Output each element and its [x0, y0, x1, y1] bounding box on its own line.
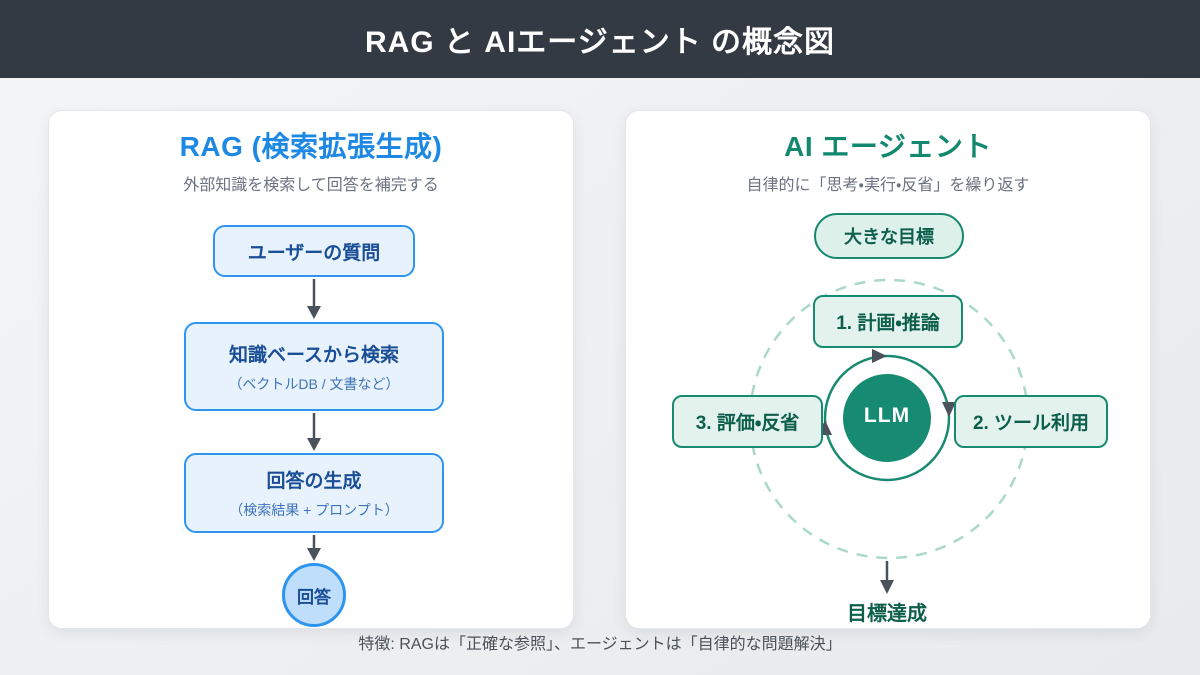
rag-step-label: 知識ベースから検索: [228, 344, 400, 366]
rag-step-user-question: ユーザーの質問: [213, 225, 415, 277]
rag-card-title: RAG (検索拡張生成): [179, 131, 443, 162]
agent-card-subtitle: 自律的に「思考・実行・反省」を繰り返す: [746, 177, 1030, 194]
rag-card: RAG (検索拡張生成) 外部知識を検索して回答を補完する ユーザーの質問 知識…: [48, 110, 574, 629]
ring-arrowhead-top-icon: [872, 349, 887, 363]
page-title: RAG と AIエージェント の概念図: [364, 26, 836, 59]
rag-step-label: 回答の生成: [266, 471, 362, 492]
flow-arrow-down-icon: [307, 279, 321, 319]
agent-card: AI エージェント 自律的に「思考・実行・反省」を繰り返す 大きな目標 1. 計…: [625, 110, 1151, 629]
agent-step-label: 2. ツール利用: [972, 413, 1090, 434]
rag-result-circle: 回答: [282, 563, 346, 627]
llm-label: LLM: [863, 404, 911, 427]
rag-card-subtitle: 外部知識を検索して回答を補完する: [183, 177, 439, 194]
flow-arrow-down-icon: [307, 413, 321, 451]
rag-step-sublabel: （ベクトルDB / 文書など）: [228, 375, 400, 392]
agent-goal-label: 大きな目標: [844, 227, 934, 247]
agent-step-label: 3. 評価・反省: [695, 413, 800, 434]
flow-arrow-down-icon: [307, 535, 321, 561]
rag-step-answer-generation: 回答の生成 （検索結果 + プロンプト）: [184, 453, 444, 533]
rag-result-label: 回答: [297, 587, 331, 607]
agent-step-plan-reason: 1. 計画・推論: [813, 295, 963, 348]
agent-card-title: AI エージェント: [784, 131, 992, 162]
agent-step-label: 1. 計画・推論: [836, 313, 940, 334]
header-banner: RAG と AIエージェント の概念図: [0, 0, 1200, 78]
footer-caption: 特徴: RAGは「正確な参照」、エージェントは「自律的な問題解決」: [358, 636, 842, 653]
rag-step-label: ユーザーの質問: [247, 242, 381, 264]
rag-step-knowledge-search: 知識ベースから検索 （ベクトルDB / 文書など）: [184, 322, 444, 411]
outcome-arrow-down-icon: [880, 561, 894, 594]
agent-goal-pill: 大きな目標: [814, 213, 964, 259]
rag-step-sublabel: （検索結果 + プロンプト）: [229, 502, 399, 518]
agent-step-evaluate-reflect: 3. 評価・反省: [672, 395, 823, 448]
agent-step-tool-use: 2. ツール利用: [954, 395, 1108, 448]
agent-outcome-label: 目標達成: [847, 603, 927, 625]
